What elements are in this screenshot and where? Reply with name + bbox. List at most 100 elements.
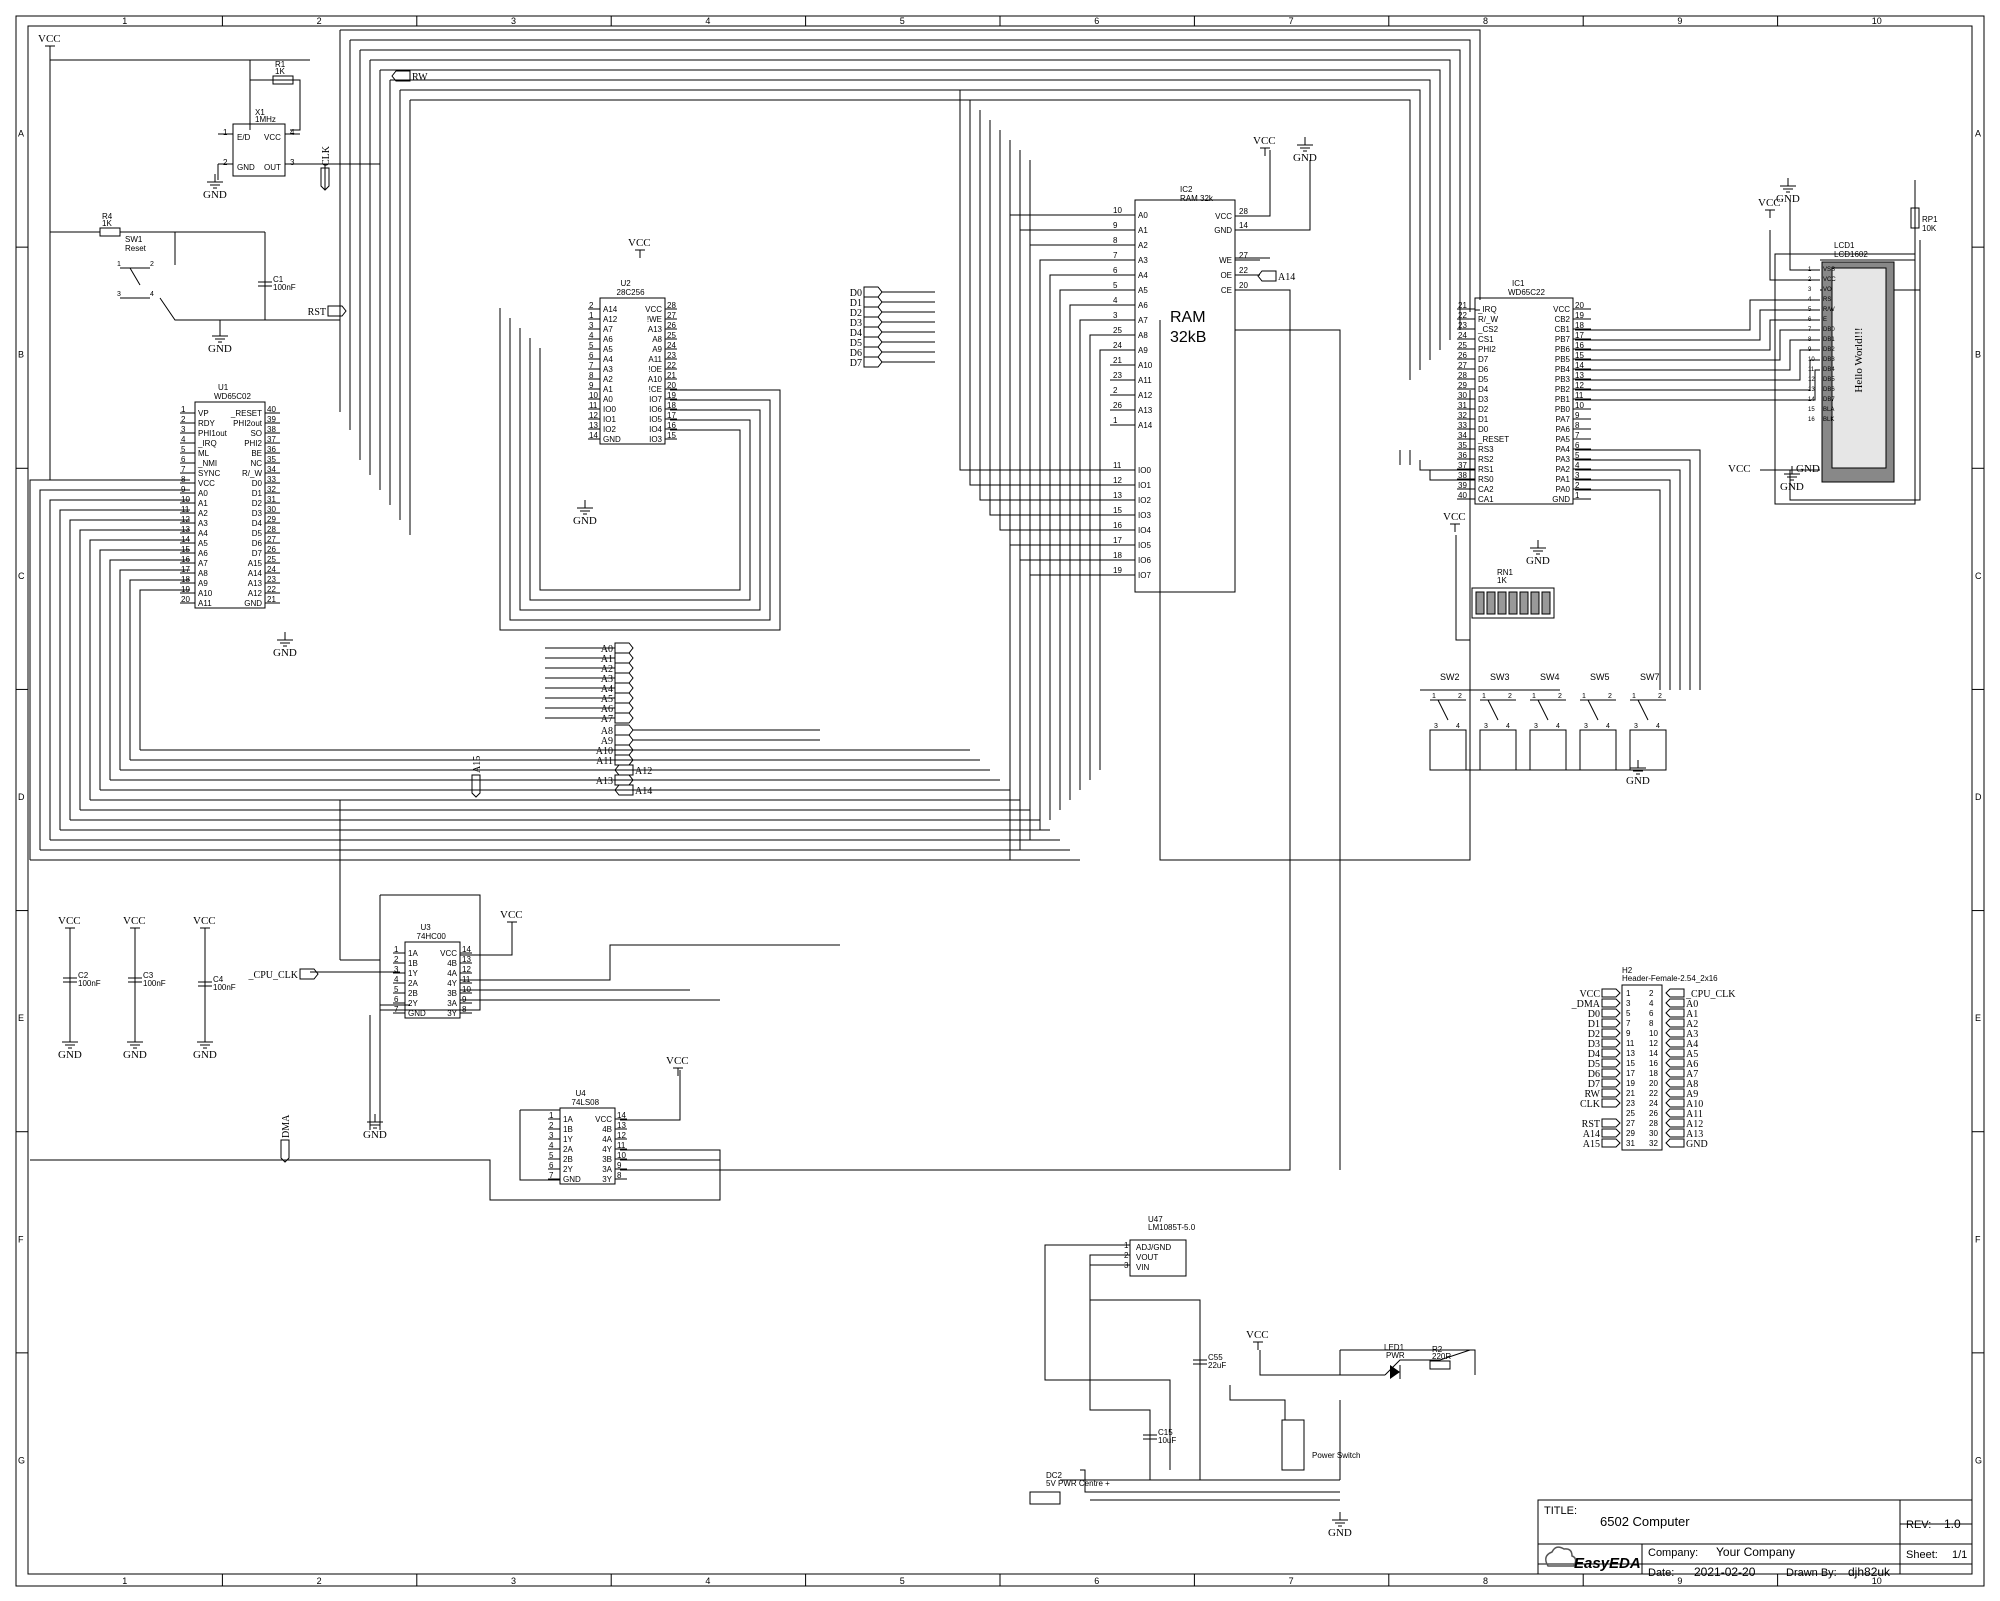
net-addr-bus: A3 [601, 672, 634, 685]
pin-name: VCC [198, 479, 215, 488]
gnd-label: GND [1780, 481, 1804, 493]
pin-name: !OE [648, 365, 662, 374]
pin-number: 8 [589, 371, 594, 380]
pin-name: A10 [198, 589, 213, 598]
pin-name: WE [1219, 256, 1232, 265]
pin-name: A13 [648, 325, 663, 334]
pin-name: 2A [408, 979, 418, 988]
pin-name: A7 [1138, 316, 1148, 325]
power-switch-label: Power Switch [1312, 1451, 1360, 1460]
pin-number: 29 [1626, 1129, 1635, 1138]
net-flag [863, 326, 883, 338]
pin-name: A10 [1138, 361, 1153, 370]
pin-name: PHI2out [233, 419, 263, 428]
pin-number: 18 [1649, 1069, 1658, 1078]
pin-name: A7 [603, 325, 613, 334]
date-value: 2021-02-20 [1694, 1565, 1756, 1579]
pin-number: 10 [462, 985, 471, 994]
sw1-ref: SW1 [125, 235, 143, 244]
gnd-ic1: GND [1526, 540, 1550, 567]
rp1-value: 10K [1922, 224, 1937, 233]
pin-number: 2 [1658, 693, 1662, 700]
drawn-by-value: djh82uk [1848, 1565, 1891, 1579]
pin-name: OUT [264, 163, 281, 172]
pin-name: D0 [252, 479, 263, 488]
pin-name: D3 [1478, 395, 1489, 404]
power-switch[interactable]: Power Switch [1281, 1419, 1360, 1471]
pin-number: 5 [181, 445, 186, 454]
gnd-u2: GND [573, 500, 597, 527]
pin-name: CE [1221, 286, 1232, 295]
c2-capacitor-ref: C2 [78, 971, 89, 980]
net-flag [1601, 1038, 1621, 1048]
ic1-wd65c22-part: WD65C22 [1508, 288, 1545, 297]
pin-name: R/_W [242, 469, 262, 478]
frame-column-label: 10 [1872, 1576, 1882, 1586]
net-flag [614, 734, 634, 746]
pin-name: 4B [447, 959, 457, 968]
pin-number: 13 [1808, 387, 1815, 393]
vcc-u2: VCC [628, 237, 651, 258]
pin-name: 3A [447, 999, 457, 1008]
pin-name: A12 [1138, 391, 1153, 400]
frame-column-label: 6 [1094, 1576, 1099, 1586]
ic2-part: RAM 32k [1180, 194, 1214, 203]
pin-name: A14 [248, 569, 263, 578]
c15-capacitor-value: 10uF [1158, 1436, 1176, 1445]
pin-number: 3 [1634, 723, 1638, 730]
pin-name: PA0 [1555, 485, 1570, 494]
net-flag [1601, 998, 1621, 1008]
net-a12-text: A12 [635, 766, 652, 777]
pin-name: D2 [1478, 405, 1489, 414]
pin-number: 16 [667, 421, 676, 430]
pin-number: 12 [1649, 1039, 1658, 1048]
pin-name: A4 [603, 355, 613, 364]
net-flag [1601, 1138, 1621, 1148]
pin-name: D6 [1478, 365, 1489, 374]
lcd-ref: LCD1 [1834, 241, 1855, 250]
pin-name: PB3 [1555, 375, 1571, 384]
pin-number: 12 [1113, 476, 1122, 485]
net-flag [863, 356, 883, 368]
net-addr-bus-text: A3 [601, 674, 613, 685]
pin-name: PB4 [1555, 365, 1571, 374]
pin-number: 25 [1458, 341, 1467, 350]
u1-wd65c02-part: WD65C02 [214, 392, 251, 401]
pin-number: 3 [1434, 723, 1438, 730]
h2-right-net: _CPU_CLK [1685, 989, 1736, 1000]
net-addr-bus-text: A2 [601, 664, 613, 675]
pin-number: 23 [267, 575, 276, 584]
net-addr-bus: A1 [601, 652, 634, 665]
frame-column-label: 8 [1483, 16, 1488, 26]
dc2-value: 5V PWR Centre + [1046, 1479, 1110, 1488]
